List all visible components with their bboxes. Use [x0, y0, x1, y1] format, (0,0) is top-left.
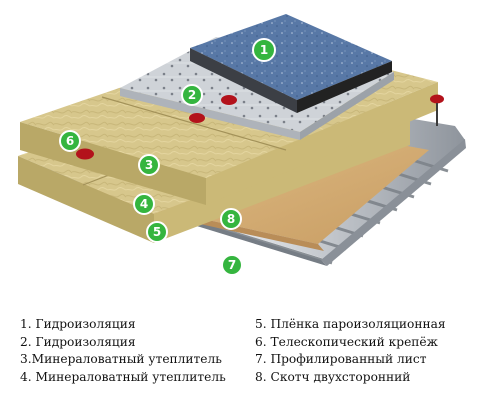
callout-6-circle-icon	[59, 130, 81, 152]
callout-8: 8	[220, 208, 242, 230]
telescopic-fastener-icon	[221, 95, 237, 105]
callout-5-circle-icon	[146, 221, 168, 243]
legend-item-5: 5. Плёнка пароизоляционная	[255, 317, 446, 331]
top-waterproofing-membrane	[190, 14, 392, 113]
legend-item-6: 6. Телескопический крепёж	[255, 334, 438, 349]
callout-3-circle-icon	[138, 154, 160, 176]
callout-7: 7	[221, 254, 243, 276]
legend-item-3: 3.Минераловатный утеплитель	[20, 352, 222, 367]
callout-2: 2	[181, 84, 203, 106]
legend-right-column: 5. Плёнка пароизоляционная 6. Телескопич…	[255, 316, 446, 386]
callout-5: 5	[146, 221, 168, 243]
callout-2-circle-icon	[181, 84, 203, 106]
telescopic-fastener-icon	[76, 148, 94, 160]
fasteners	[76, 94, 444, 160]
telescopic-fastener-icon	[430, 94, 444, 104]
callout-7-label: 7	[228, 258, 236, 272]
legend-item-1: 1. Гидроизоляция	[20, 317, 136, 331]
roof-layers-diagram: 1 2 3 4 5 6 7 8	[18, 14, 466, 276]
callout-4-circle-icon	[133, 193, 155, 215]
callout-4: 4	[133, 193, 155, 215]
callout-1-label: 1	[260, 43, 268, 57]
legend-item-4: 4. Минераловатный утеплитель	[20, 369, 226, 384]
callout-6-label: 6	[66, 134, 74, 148]
legend-item-2: 2. Гидроизоляция	[20, 334, 136, 349]
legend-item-7: 7. Профилированный лист	[255, 352, 427, 367]
legend-item-8: 8. Скотч двухсторонний	[255, 369, 411, 384]
callout-5-label: 5	[153, 225, 161, 239]
callout-3: 3	[138, 154, 160, 176]
callout-7-circle-icon	[221, 254, 243, 276]
callout-6: 6	[59, 130, 81, 152]
callout-1-circle-icon	[252, 38, 276, 62]
callout-1: 1	[252, 38, 276, 62]
callout-3-label: 3	[145, 158, 153, 172]
callout-8-circle-icon	[220, 208, 242, 230]
callout-8-label: 8	[227, 212, 235, 226]
callout-4-label: 4	[140, 197, 148, 211]
legend-left-column: 1. Гидроизоляция 2. Гидроизоляция 3.Мине…	[20, 316, 226, 386]
telescopic-fastener-icon	[189, 113, 205, 123]
callout-2-label: 2	[188, 88, 196, 102]
